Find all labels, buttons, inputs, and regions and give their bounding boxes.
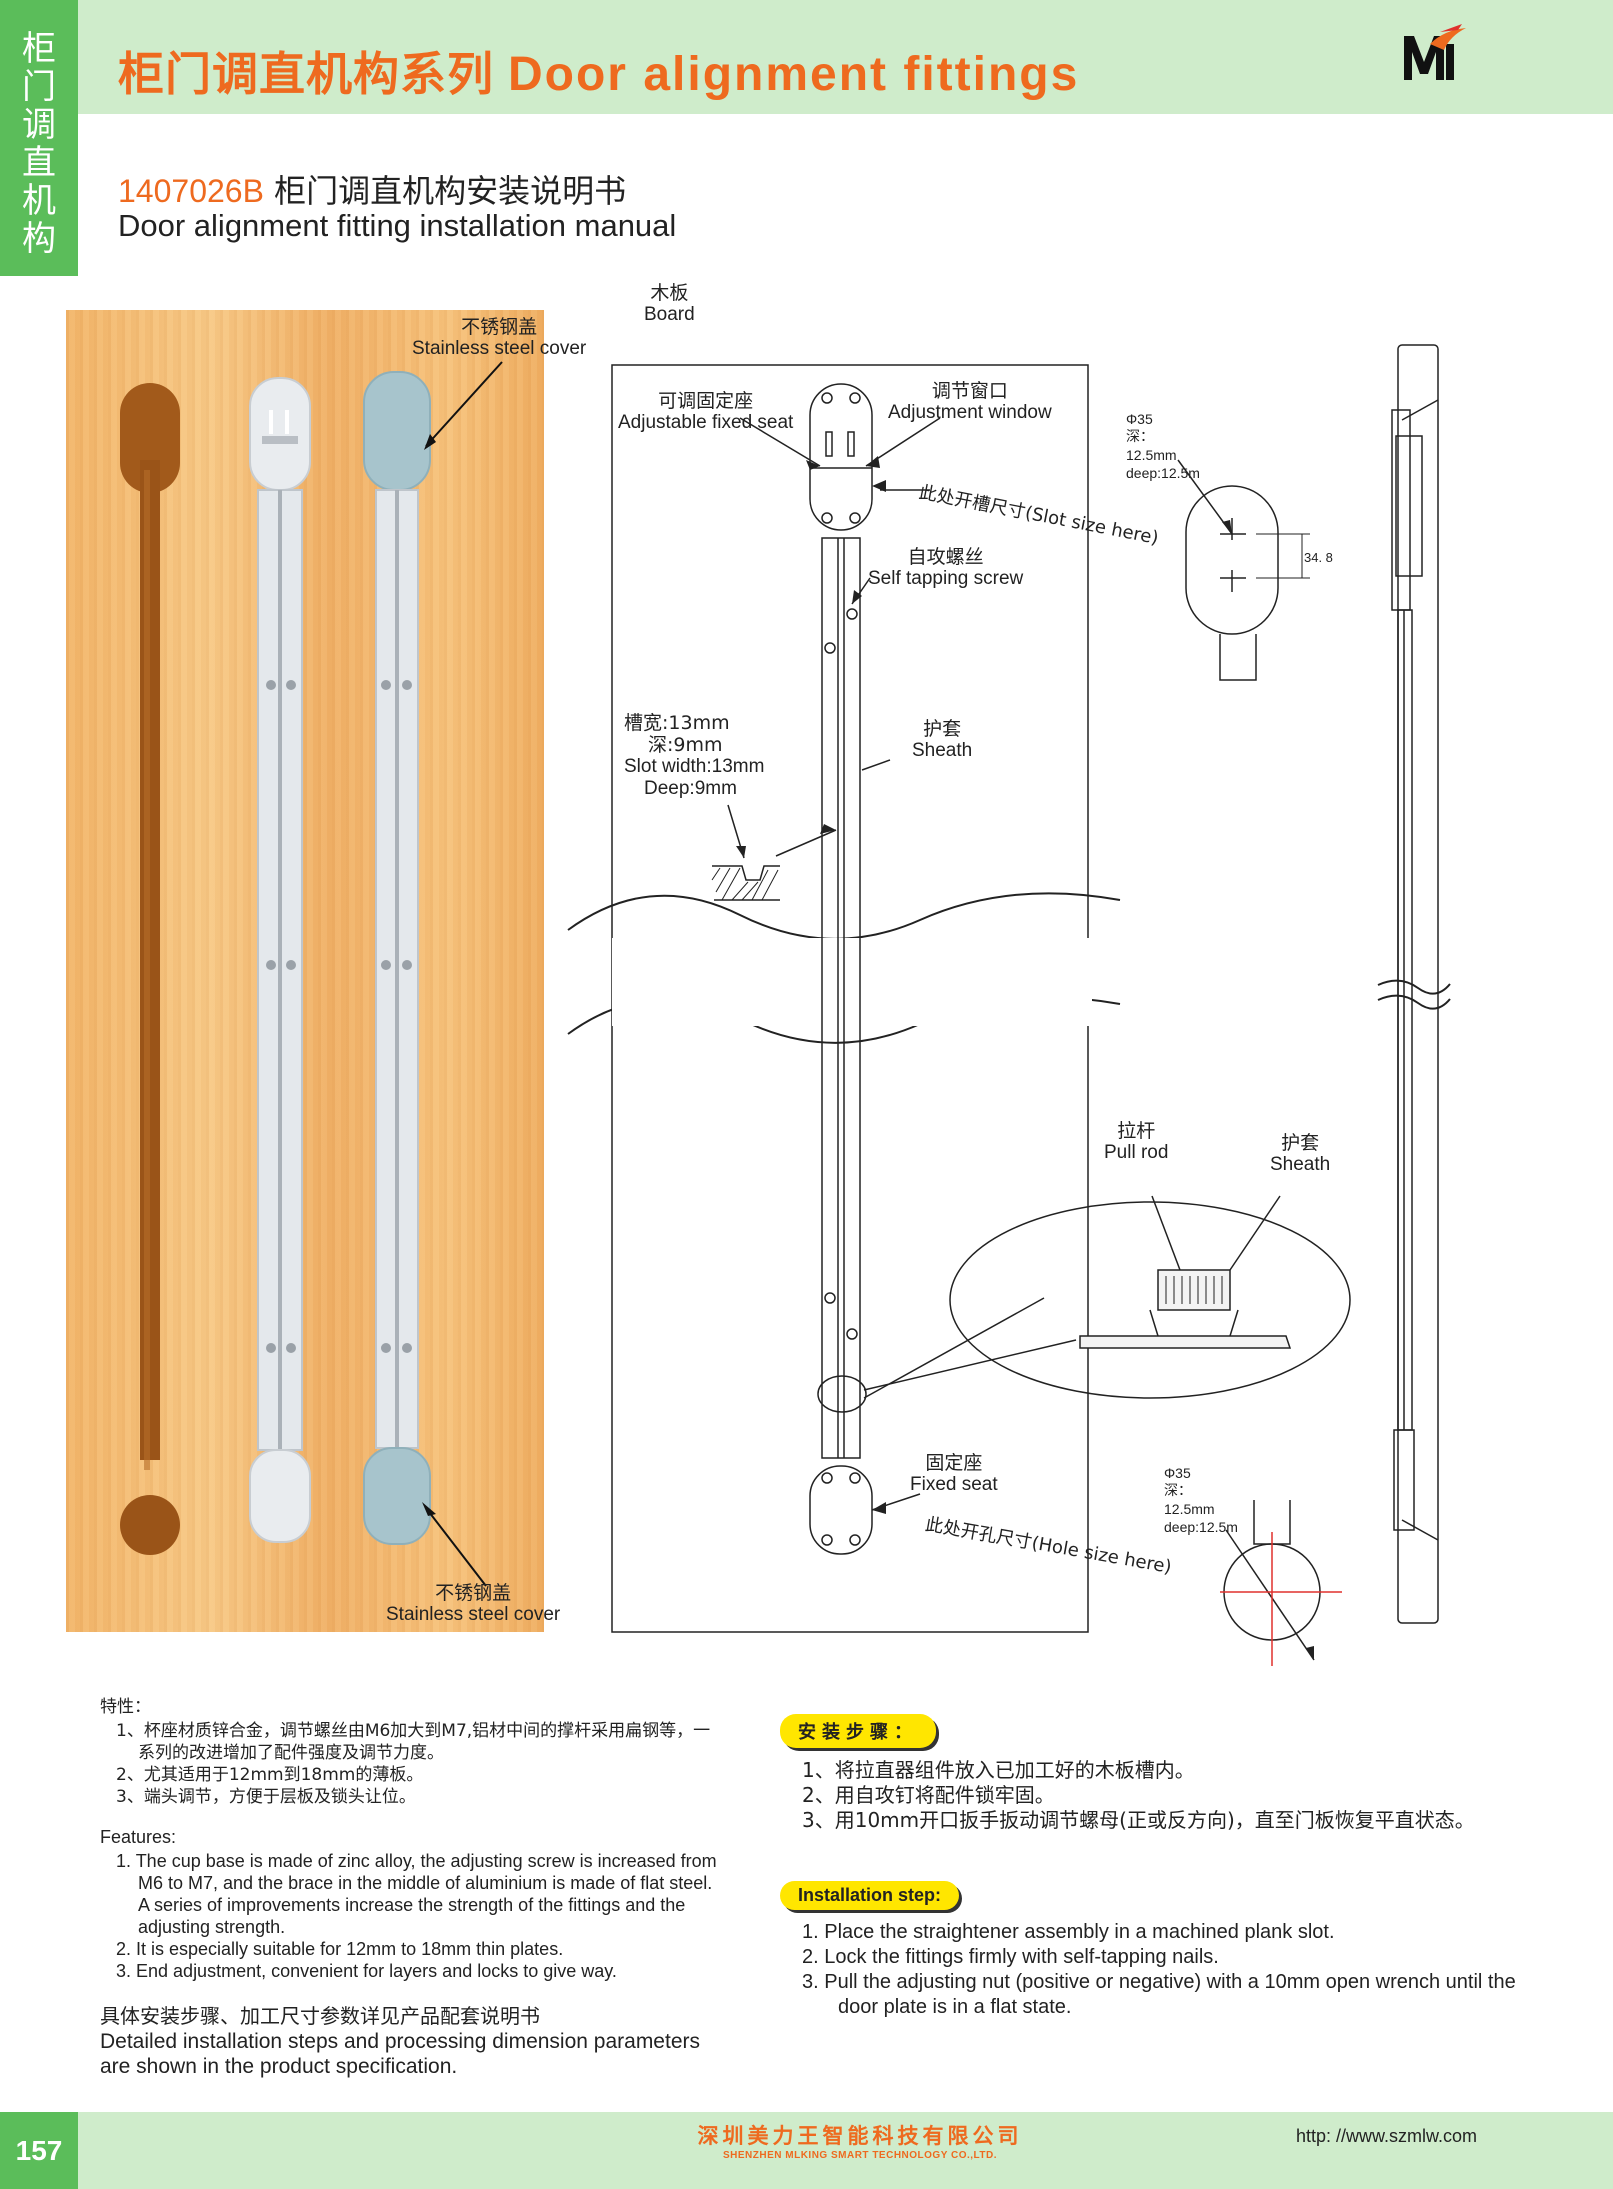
install-step-en: 1. Place the straightener assembly in a … xyxy=(802,1921,1335,1943)
installation-section: 安装步骤： 1、将拉直器组件放入已加工好的木板槽内。 2、用自攻钉将配件锁牢固。… xyxy=(780,1714,1540,2020)
technical-drawing xyxy=(567,344,1451,1666)
website-url[interactable]: http: //www.szmlw.com xyxy=(1296,2126,1478,2146)
install-step-zh: 2、用自攻钉将配件锁牢固。 xyxy=(802,1783,1055,1807)
cover-top-label: 不锈钢盖 Stainless steel cover xyxy=(412,316,587,359)
adjustment-window-label: 调节窗口 Adjustment window xyxy=(888,380,1052,423)
company-name: 深圳美力王智能科技有限公司 SHENZHEN MLKING SMART TECH… xyxy=(697,2124,1023,2161)
mlking-logo-icon xyxy=(1404,24,1466,80)
spec-note-en: Detailed installation steps and processi… xyxy=(100,2030,700,2078)
install-badge-en: Installation step: xyxy=(780,1881,960,1910)
features-heading-zh: 特性： xyxy=(100,1697,151,1717)
install-step-en: 2. Lock the fittings firmly with self-ta… xyxy=(802,1946,1219,1968)
feature-item-zh: 2、尤其适用于12mm到18mm的薄板。 xyxy=(116,1765,424,1785)
feature-item-zh: 3、端头调节，方便于层板及锁头让位。 xyxy=(116,1787,416,1807)
install-badge-zh: 安装步骤： xyxy=(780,1714,936,1748)
cover-bottom-label: 不锈钢盖 Stainless steel cover xyxy=(386,1582,561,1625)
feature-item-en: 2. It is especially suitable for 12mm to… xyxy=(116,1939,564,1959)
install-steps-zh: 1、将拉直器组件放入已加工好的木板槽内。 2、用自攻钉将配件锁牢固。 3、用10… xyxy=(780,1758,1540,1833)
footer-band xyxy=(0,2112,1613,2189)
features-section: 特性： 1、杯座材质锌合金，调节螺丝由M6加大到M7,铝材中间的撑杆采用扁钢等，… xyxy=(100,1696,720,2079)
adjustable-seat-label: 可调固定座 Adjustable fixed seat xyxy=(618,390,794,433)
install-step-en: 3. Pull the adjusting nut (positive or n… xyxy=(802,1971,1516,2018)
model-heading: 1407026B 柜门调直机构安装说明书 xyxy=(118,172,627,210)
model-code: 1407026B xyxy=(118,173,264,209)
pull-rod-label: 拉杆 Pull rod xyxy=(1104,1120,1169,1163)
header-band xyxy=(78,0,1613,114)
sheath-label: 护套 Sheath xyxy=(912,718,973,761)
feature-item-en: 3. End adjustment, convenient for layers… xyxy=(116,1961,617,1981)
sheath-detail-label: 护套 Sheath xyxy=(1270,1132,1331,1175)
page-number: 157 xyxy=(0,2112,78,2189)
install-step-zh: 3、用10mm开口扳手扳动调节螺母(正或反方向)，直至门板恢复平直状态。 xyxy=(802,1808,1475,1832)
screw-label: 自攻螺丝 Self tapping screw xyxy=(868,546,1024,589)
slot-dimension-label: Φ35 深： 12.5mm deep:12.5m xyxy=(1126,411,1200,481)
slot-length-dimension: 34. 8 xyxy=(1304,550,1333,565)
install-steps-en: 1. Place the straightener assembly in a … xyxy=(780,1920,1540,2020)
manual-title-en: Door alignment fitting installation manu… xyxy=(118,208,677,243)
hole-dimension-label: Φ35 深： 12.5mm deep:12.5m xyxy=(1164,1465,1238,1535)
feature-item-en: 1. The cup base is made of zinc alloy, t… xyxy=(116,1851,717,1937)
fixed-seat-label: 固定座 Fixed seat xyxy=(910,1452,998,1495)
slot-spec-label: 槽宽:13mm 深:9mm Slot width:13mm Deep:9mm xyxy=(624,712,765,799)
install-step-zh: 1、将拉直器组件放入已加工好的木板槽内。 xyxy=(802,1758,1195,1782)
product-photo: 不锈钢盖 Stainless steel cover 不锈钢盖 Stainles… xyxy=(66,310,586,1632)
features-heading-en: Features: xyxy=(100,1827,177,1847)
feature-item-zh: 1、杯座材质锌合金，调节螺丝由M6加大到M7,铝材中间的撑杆采用扁钢等，一系列的… xyxy=(116,1721,711,1763)
spec-note-zh: 具体安装步骤、加工尺寸参数详见产品配套说明书 xyxy=(100,2004,540,2028)
category-side-tab: 柜 门 调 直 机 构 xyxy=(0,0,78,276)
board-label: 木板 Board xyxy=(644,282,695,325)
